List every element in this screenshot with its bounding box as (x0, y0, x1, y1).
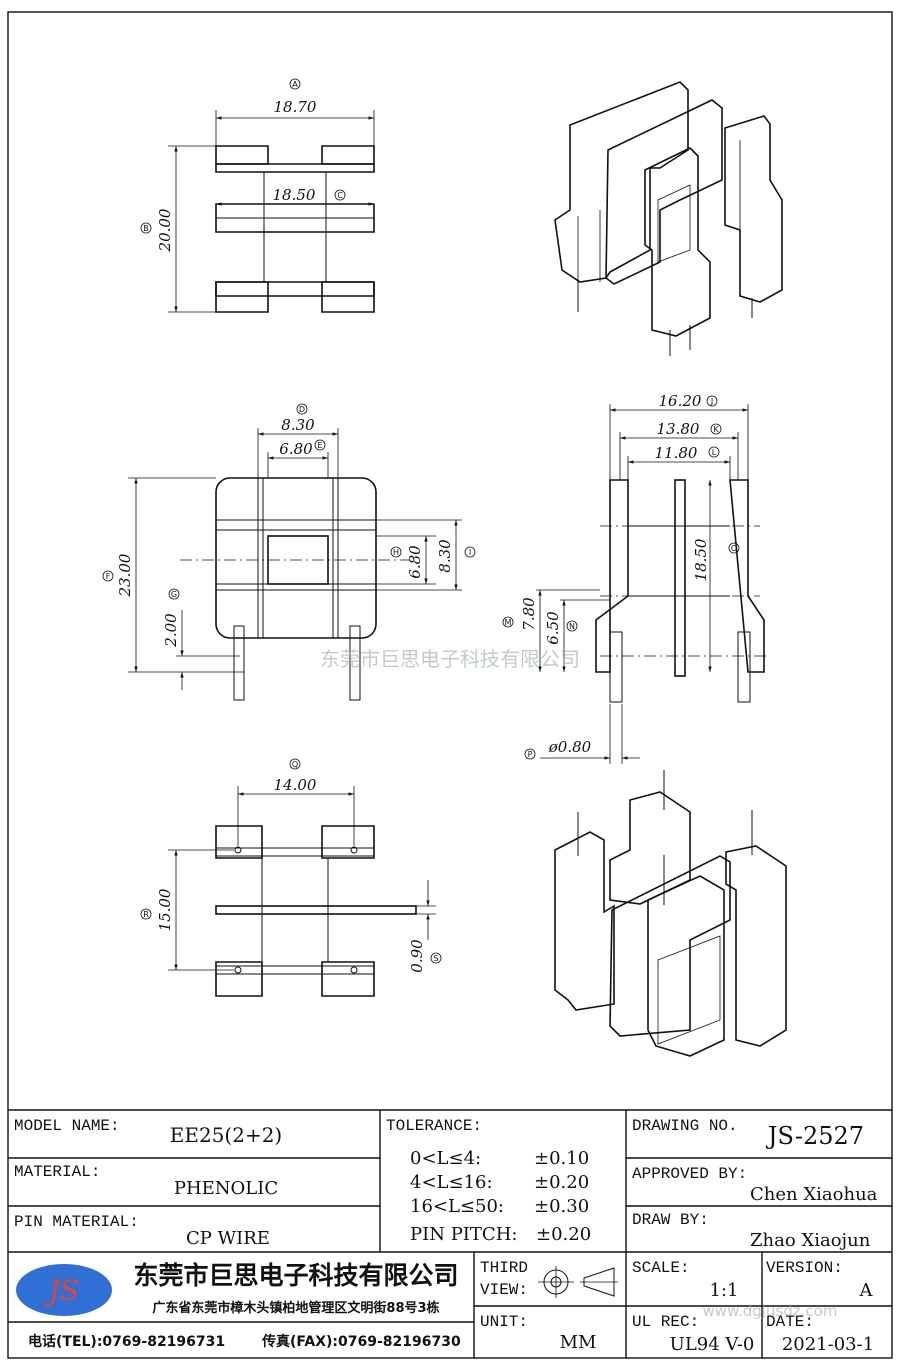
front-view: 8.30 D 6.80 E 23.00 F 2.00 G 6.80 H (102, 403, 476, 701)
company-tel: 电话(TEL):0769-82196731 (28, 1333, 225, 1350)
tolerance-range-1: 4<L≤16: (410, 1172, 493, 1193)
dim-b-value: 20.00 (156, 208, 174, 252)
dim-g-mark: G (171, 590, 177, 599)
company-logo-text: JS (44, 1274, 79, 1307)
title-block: MODEL NAME: EE25(2+2) MATERIAL: PHENOLIC… (8, 1109, 892, 1358)
material-label: MATERIAL: (14, 1163, 100, 1181)
dim-d-mark: D (299, 405, 305, 414)
company-logo (16, 1264, 112, 1316)
dim-a-value: 18.70 (274, 98, 317, 116)
third-view-label-1: THIRD (480, 1259, 528, 1277)
dim-s-value: 0.90 (408, 939, 426, 973)
tolerance-range-2: 16<L≤50: (410, 1196, 504, 1217)
tolerance-value-0: ±0.10 (534, 1148, 589, 1169)
dim-o-value: 18.50 (692, 538, 710, 581)
tolerance-value-2: ±0.30 (534, 1196, 589, 1217)
dim-q-mark: Q (292, 760, 298, 769)
dim-n-mark: N (569, 622, 575, 631)
dim-f-value: 23.00 (116, 553, 134, 597)
draw-by-label: DRAW BY: (632, 1211, 709, 1229)
unit-value: MM (560, 1332, 597, 1353)
pin-material-value: CP WIRE (186, 1228, 270, 1249)
ul-rec-label: UL REC: (632, 1313, 699, 1331)
model-name-value: EE25(2+2) (170, 1123, 282, 1147)
date-label: DATE: (766, 1313, 814, 1331)
dim-k-mark: K (713, 425, 719, 434)
date-value: 2021-03-1 (782, 1334, 874, 1355)
dim-e-value: 6.80 (279, 440, 313, 458)
watermark-url: www.dgjusdz.com (703, 1302, 838, 1320)
tolerance-value-3: ±0.20 (536, 1224, 591, 1245)
bottom-view: 14.00 Q 15.00 R 0.90 S (140, 758, 442, 997)
ul-rec-value: UL94 V-0 (670, 1334, 755, 1355)
company-address: 广东省东莞市樟木头镇柏地管理区文明街88号3栋 (152, 1300, 439, 1316)
dim-m-value: 7.80 (520, 597, 538, 631)
pin-material-label: PIN MATERIAL: (14, 1213, 139, 1231)
version-value: A (859, 1280, 874, 1301)
dim-j-mark: J (710, 397, 713, 406)
dim-a-mark: A (292, 80, 298, 89)
dim-r-value: 15.00 (156, 888, 174, 931)
iso-view-top (554, 81, 783, 356)
unit-label: UNIT: (480, 1313, 528, 1331)
tolerance-label: TOLERANCE: (386, 1117, 482, 1135)
tolerance-value-1: ±0.20 (534, 1172, 589, 1193)
drawing-no-label: DRAWING NO. (632, 1117, 738, 1135)
scale-value: 1:1 (710, 1280, 739, 1301)
scale-label: SCALE: (632, 1259, 690, 1277)
tolerance-range-3: PIN PITCH: (410, 1224, 517, 1245)
dim-p-value: ø0.80 (548, 738, 592, 756)
dim-k-value: 13.80 (657, 420, 700, 438)
dim-e-mark: E (317, 441, 322, 450)
approved-by-value: Chen Xiaohua (750, 1184, 878, 1205)
dim-b-mark: B (143, 224, 149, 233)
dim-h-mark: H (393, 548, 399, 557)
material-value: PHENOLIC (174, 1178, 278, 1199)
side-view: 16.20 J 13.80 K 11.80 L 18.50 O 7.80 M 6… (502, 392, 770, 764)
approved-by-label: APPROVED BY: (632, 1165, 747, 1183)
dim-i-mark: I (469, 548, 471, 557)
sheet-border (7, 11, 893, 1359)
dim-l-value: 11.80 (655, 444, 698, 462)
dim-q-value: 14.00 (274, 776, 317, 794)
dim-h-value: 6.80 (406, 545, 424, 579)
top-view: 18.70 A 18.50 C 20.00 B (140, 78, 375, 313)
watermark: 东莞市巨思电子科技有限公司 (320, 647, 580, 671)
dim-j-value: 16.20 (659, 392, 702, 410)
third-view-label-2: VIEW: (480, 1281, 528, 1299)
dim-i-value: 8.30 (436, 539, 454, 573)
dim-l-mark: L (712, 448, 717, 457)
dim-f-mark: F (106, 572, 111, 581)
dim-p-mark: P (528, 750, 533, 759)
model-name-label: MODEL NAME: (14, 1117, 120, 1135)
dim-d-value: 8.30 (281, 416, 315, 434)
dim-s-mark: S (433, 954, 438, 963)
drawing-no-value: JS-2527 (765, 1122, 864, 1150)
dim-m-mark: M (505, 618, 512, 627)
dim-c-mark: C (337, 191, 343, 200)
dim-g-value: 2.00 (162, 613, 180, 648)
tolerance-range-0: 0<L≤4: (410, 1148, 481, 1169)
dim-o-mark: O (731, 544, 737, 553)
draw-by-value: Zhao Xiaojun (750, 1230, 871, 1251)
company-name: 东莞市巨思电子科技有限公司 (133, 1261, 458, 1290)
dim-c-value: 18.50 (273, 186, 316, 204)
version-label: VERSION: (766, 1259, 843, 1277)
company-fax: 传真(FAX):0769-82196730 (261, 1333, 461, 1350)
dim-r-mark: R (143, 910, 149, 919)
dim-n-value: 6.50 (544, 611, 562, 645)
iso-view-bottom (554, 770, 787, 1057)
third-angle-projection-icon (538, 1266, 618, 1298)
